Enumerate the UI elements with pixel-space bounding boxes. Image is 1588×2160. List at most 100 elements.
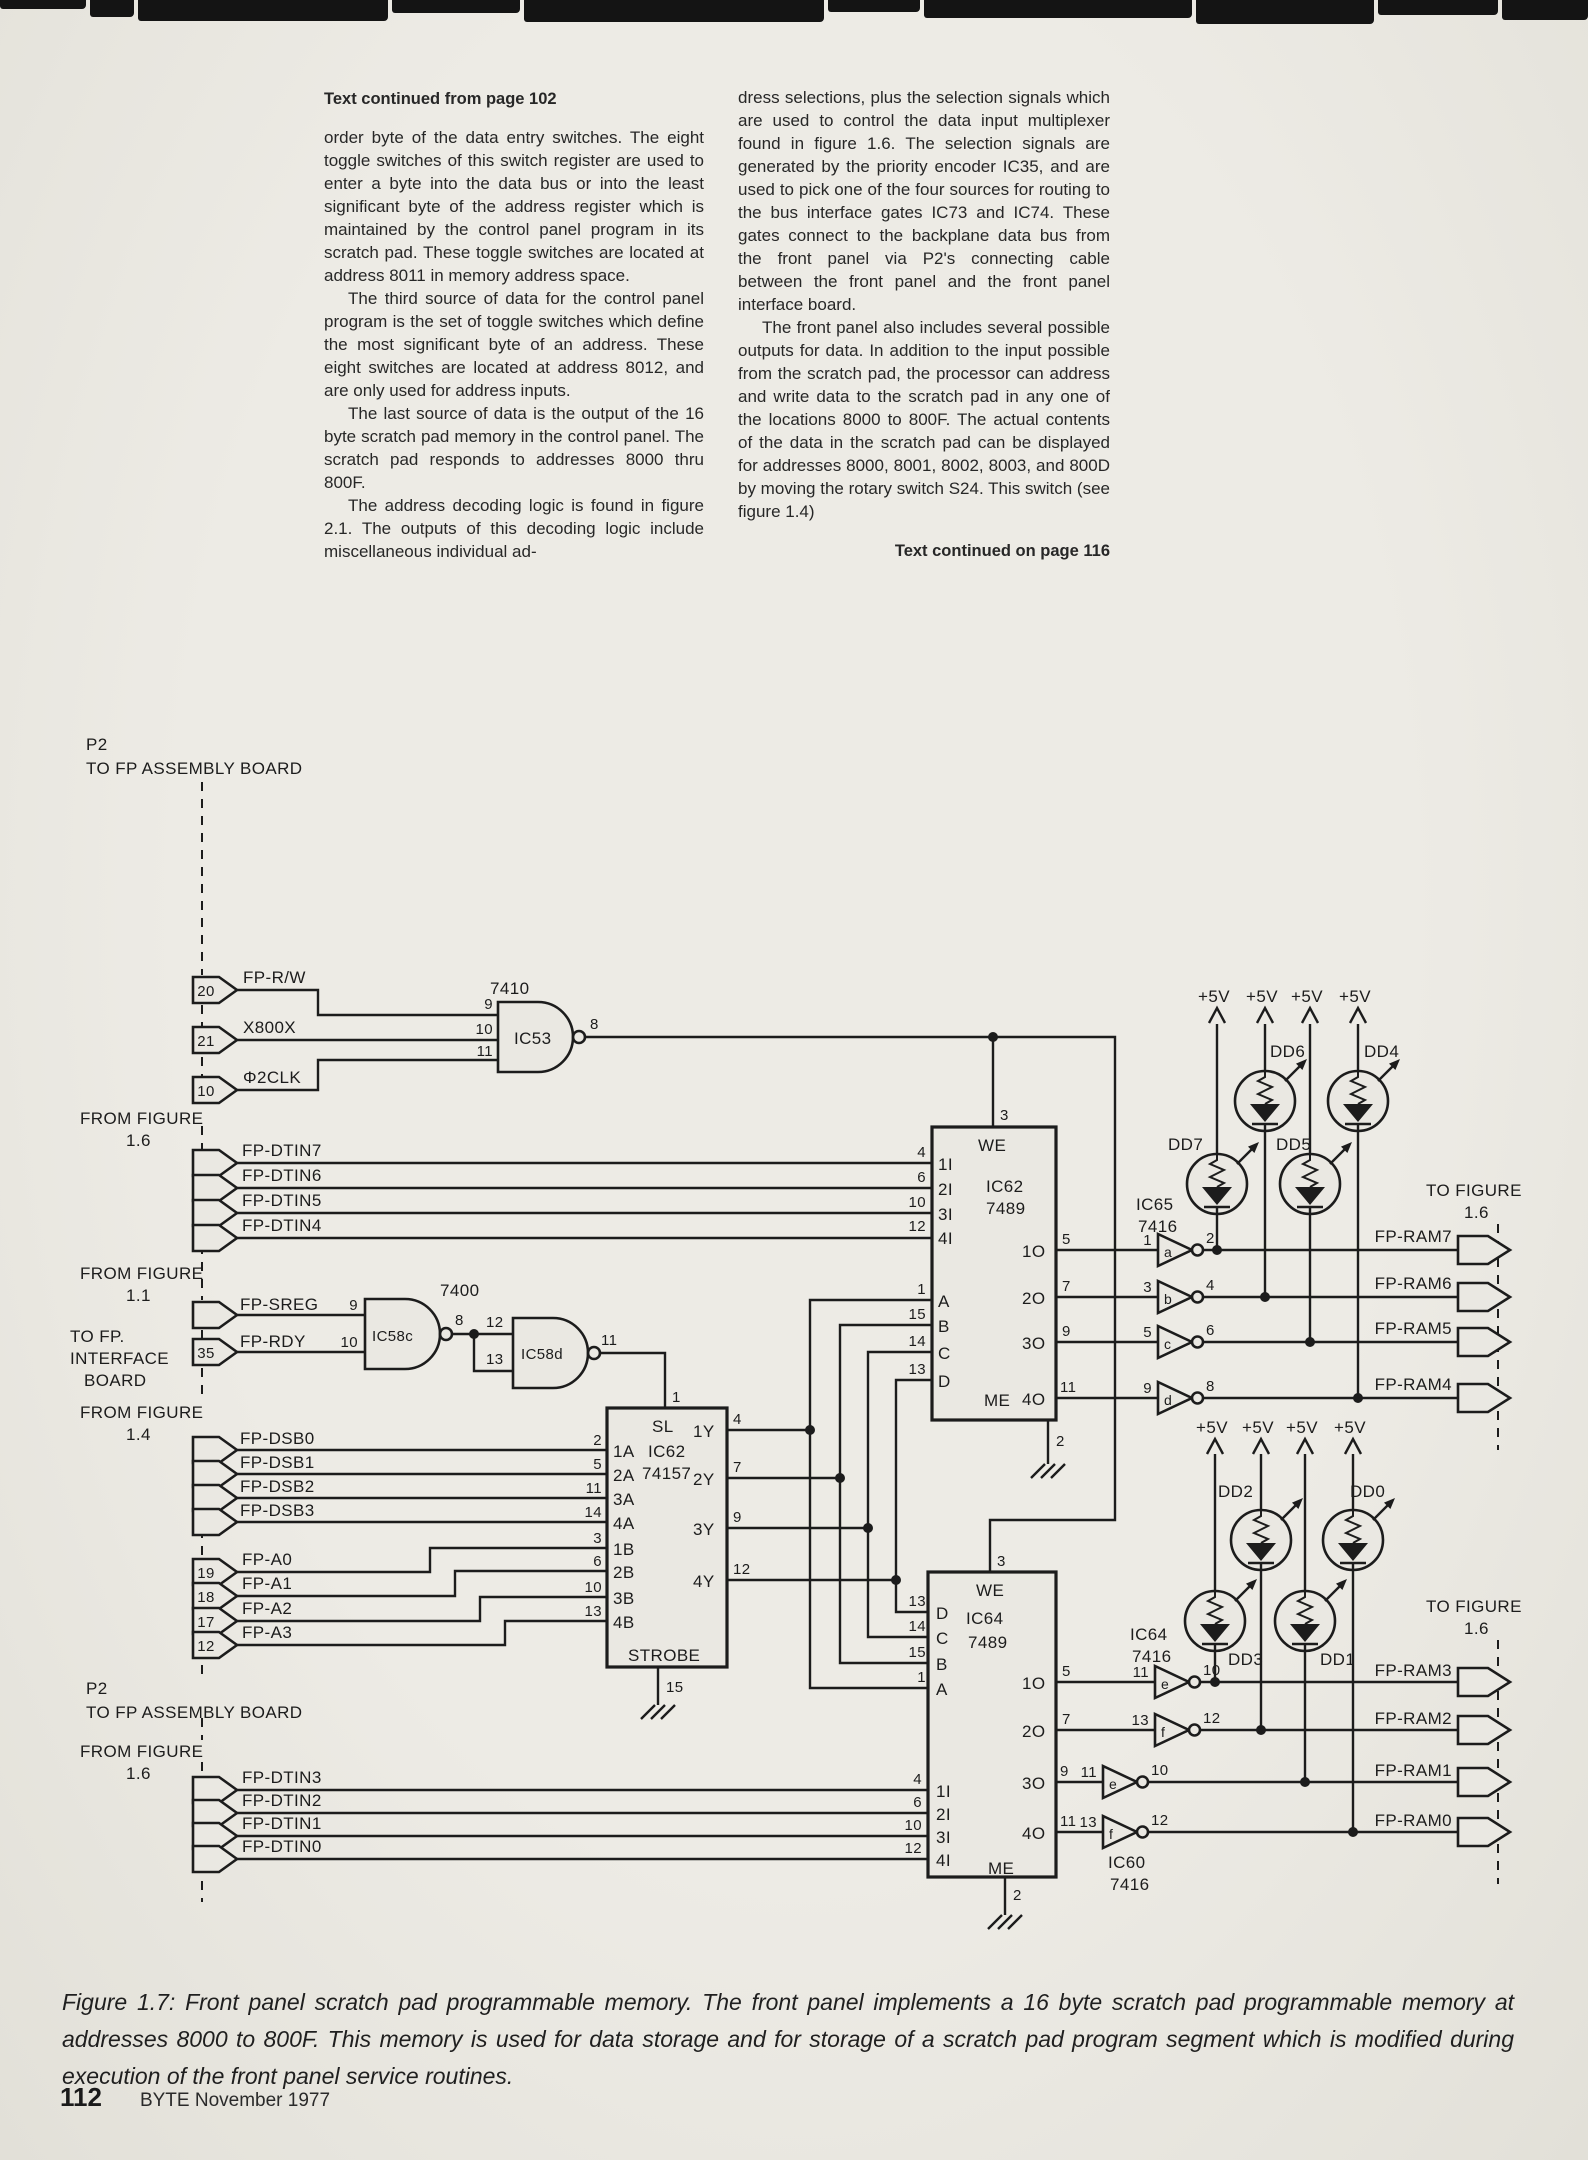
right-column: dress selections, plus the selection sig… [738,86,1110,563]
signal-fp-dtin3: FP-DTIN3 [242,1768,322,1787]
inv-e1-letter: e [1161,1676,1169,1692]
ic62-out-3o: 3O [1022,1334,1045,1353]
ic62-port-c: C [938,1344,951,1363]
ic62-port-a: A [938,1292,950,1311]
scan-artifact-segment [1502,0,1588,20]
ic62-pin14: 14 [909,1333,927,1350]
ic53-pin8: 8 [590,1016,599,1033]
ic64-pin7: 7 [1062,1711,1071,1728]
signal-fp-dtin1: FP-DTIN1 [242,1814,322,1833]
from-figure-11: FROM FIGURE [80,1264,203,1283]
ic64-port-c: C [936,1629,949,1648]
to-figure-16-hi-num: 1.6 [1464,1203,1489,1222]
signal-fp-dsb2: FP-DSB2 [240,1477,315,1496]
ic62-port-1i: 1I [938,1155,953,1174]
signal-fp-rw: FP-R/W [243,968,306,987]
ic62-pin4: 4 [917,1144,926,1161]
mux-port-4a: 4A [613,1514,635,1533]
inv-c-out: 6 [1206,1322,1215,1339]
scan-artifact-segment [90,0,134,17]
scan-artifact-segment [1378,0,1498,15]
schematic-labels: P2 TO FP ASSEMBLY BOARD FROM FIGURE 1.6 … [70,735,1522,1904]
led-label-dd6: DD6 [1270,1042,1305,1061]
ic64-pin15: 15 [909,1644,927,1661]
mux-port-2a: 2A [613,1466,635,1485]
inv-lo-part1: 7416 [1132,1647,1171,1666]
signal-fp-dsb1: FP-DSB1 [240,1453,315,1472]
scan-artifact-segment [828,0,920,12]
scan-edge-artifact [0,0,1588,28]
connector-pin-18: 18 [197,1589,215,1606]
mux-port-3a: 3A [613,1490,635,1509]
mux-3y: 3Y [693,1520,715,1539]
issue-name: BYTE November 1977 [139,2090,331,2111]
mux-port-2b: 2B [613,1563,635,1582]
ic64-pin4: 4 [913,1771,922,1788]
ic53-pin11: 11 [477,1043,493,1060]
inv-c-letter: c [1164,1336,1171,1352]
p2-bottom-dest: TO FP ASSEMBLY BOARD [86,1703,302,1722]
signal-fp-dsb0: FP-DSB0 [240,1429,315,1448]
led-dd1 [1273,1577,1349,1653]
signal-fp-dtin0: FP-DTIN0 [242,1837,322,1856]
p2-bottom-label: P2 [86,1679,108,1698]
connector-pin-10: 10 [197,1083,215,1100]
signal-fp-a1: FP-A1 [242,1574,292,1593]
signal-fp-ram5: FP-RAM5 [1375,1319,1452,1338]
ic64-pin11: 11 [1060,1813,1076,1830]
ic62-7489-box [930,1125,1058,1422]
signal-fp-ram0: FP-RAM0 [1375,1811,1452,1830]
continued-from-note: Text continued from page 102 [324,90,557,108]
ic62-out-4o: 4O [1022,1390,1045,1409]
plus5v-label: +5V [1334,1418,1366,1437]
inv-lo-part2: 7416 [1110,1875,1149,1894]
signal-fp-dtin4: FP-DTIN4 [242,1216,322,1235]
from-figure-14: FROM FIGURE [80,1403,203,1422]
signal-fp-sreg: FP-SREG [240,1295,318,1314]
ic62-pin6: 6 [917,1169,926,1186]
ic62-pin9: 9 [1062,1323,1071,1340]
ic64-me-pin: 2 [1013,1887,1022,1904]
ic62-out-1o: 1O [1022,1242,1045,1261]
signal-fp-dtin2: FP-DTIN2 [242,1791,322,1810]
ic64-pin10: 10 [905,1817,923,1834]
mux-pin4: 4 [733,1411,742,1428]
inv-c-in: 5 [1143,1324,1152,1341]
ic58c-pin10: 10 [341,1334,359,1351]
inv-e2-letter: e [1109,1776,1117,1792]
ic62-pin15: 15 [909,1306,927,1323]
ic62-me-pin: 2 [1056,1433,1065,1450]
from-figure-16-bot-num: 1.6 [126,1764,151,1783]
inv-a-out: 2 [1206,1230,1215,1247]
led-dd3 [1183,1577,1259,1653]
ic64-out-2o: 2O [1022,1722,1045,1741]
ic64-part: 7489 [968,1633,1007,1652]
ic64-me: ME [988,1859,1014,1878]
mux-pin5: 5 [593,1456,602,1473]
ic62-port-3i: 3I [938,1205,953,1224]
ic62-pin1: 1 [917,1281,926,1298]
ic64-port-2i: 2I [936,1805,951,1824]
mux-strobe-pin: 15 [666,1679,684,1696]
device-symbols [191,975,1512,1931]
led-dd0 [1321,1496,1397,1572]
led-label-dd0: DD0 [1350,1482,1385,1501]
from-figure-16-top: FROM FIGURE [80,1109,203,1128]
signal-fp-a3: FP-A3 [242,1623,292,1642]
inv-lo-name2: IC60 [1108,1853,1146,1872]
inv-f2-in: 13 [1080,1814,1098,1831]
connector-pin-19: 19 [197,1565,215,1582]
ic53-part: 7410 [490,979,529,998]
ic64-port-b: B [936,1655,948,1674]
to-figure-16-hi: TO FIGURE [1426,1181,1522,1200]
body-paragraph: The address decoding logic is found in f… [324,496,704,561]
ic62-pin11: 11 [1060,1379,1076,1396]
ic62-port-4i: 4I [938,1229,953,1248]
ic62-port-d: D [938,1372,951,1391]
ic64-we: WE [976,1581,1004,1600]
ic58-part: 7400 [440,1281,479,1300]
connector-pin-17: 17 [197,1614,215,1631]
mux-part: 74157 [642,1464,691,1483]
body-paragraph: order byte of the data entry switches. T… [324,128,704,285]
